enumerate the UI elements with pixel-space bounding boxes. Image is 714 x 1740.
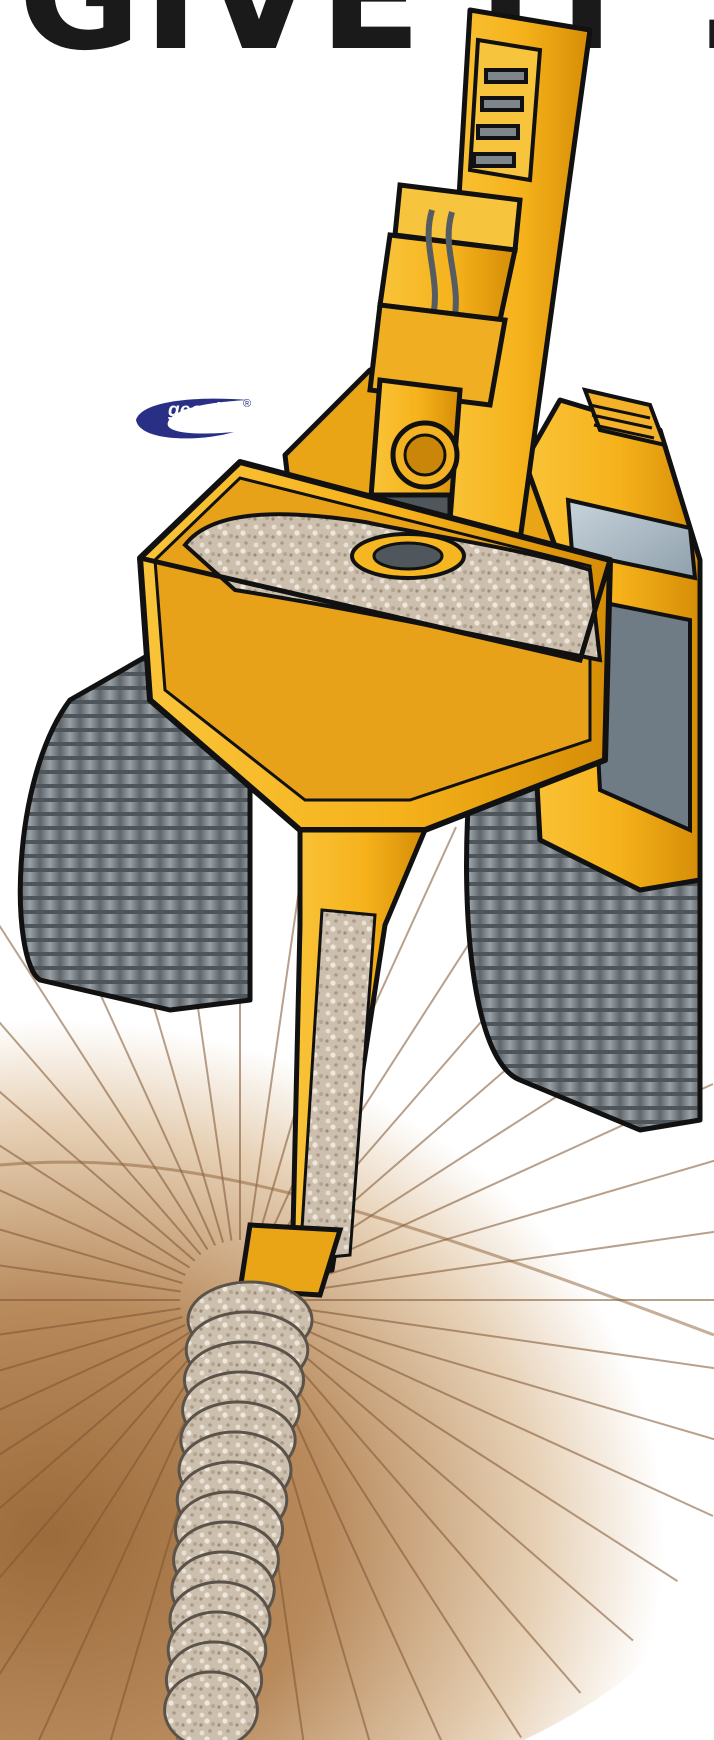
logo-text: geopier (168, 400, 239, 422)
pier-lift (165, 1672, 258, 1740)
registered-mark: ® (243, 398, 251, 410)
geopier-logo: geopier ® (130, 394, 280, 442)
